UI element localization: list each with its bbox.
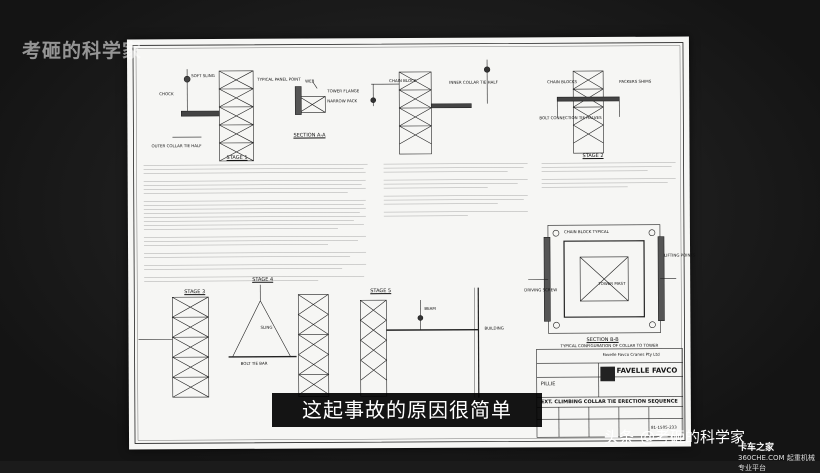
stage4-sling bbox=[228, 284, 329, 397]
stage-2-label: STAGE 2 bbox=[583, 153, 604, 159]
chain-blocks-label: CHAIN BLOCKS bbox=[547, 79, 577, 84]
stage2-tower-left bbox=[371, 60, 491, 155]
tower-mast-label: TOWER MAST bbox=[598, 281, 625, 286]
tower-flange-label: TOWER FLANGE bbox=[327, 88, 359, 93]
title-block-company: Favelle Favco Cranes Pty Ltd bbox=[603, 352, 660, 357]
engineering-drawing-sheet: STAGE 1 STAGE 2 STAGE 3 STAGE 4 STAGE 5 … bbox=[127, 37, 691, 450]
outer-collar-label: OUTER COLLAR TIE HALF bbox=[151, 143, 201, 148]
stage-4-label: STAGE 4 bbox=[252, 277, 273, 283]
section-aa-label: SECTION A-A bbox=[293, 132, 325, 138]
section-bb-plan bbox=[528, 225, 677, 334]
stage5-building-beam bbox=[360, 288, 479, 399]
stage-1-label: STAGE 1 bbox=[227, 155, 248, 161]
subtitle-caption: 这起事故的原因很简单 bbox=[272, 393, 542, 427]
bottom-watermark: 头条 @考砸的科学家 bbox=[604, 426, 745, 447]
beam-label: BEAM bbox=[424, 306, 435, 311]
typical-panel-point-label: TYPICAL PANEL POINT bbox=[257, 77, 301, 82]
soft-sling-label: SOFT SLING bbox=[191, 73, 215, 78]
title-block-brand: FAVELLE FAVCO bbox=[617, 367, 678, 375]
title-block-title: EXT. CLIMBING COLLAR TIE ERECTION SEQUEN… bbox=[541, 399, 678, 406]
stage3-tower bbox=[138, 297, 209, 397]
stage-5-label: STAGE 5 bbox=[370, 288, 391, 294]
bolt-tie-bar-label: BOLT TIE BAR bbox=[241, 361, 268, 366]
site-logo-name: 卡车之家 bbox=[738, 443, 774, 453]
drawing-linework bbox=[127, 37, 691, 450]
chock-label: CHOCK bbox=[159, 91, 173, 96]
lifting-points-label: LIFTING POINTS bbox=[664, 253, 695, 258]
video-frame: STAGE 1 STAGE 2 STAGE 3 STAGE 4 STAGE 5 … bbox=[0, 0, 820, 461]
inner-collar-label: INNER COLLAR TIE HALF bbox=[449, 80, 498, 85]
packer-shims-label: PACKERS SHIMS bbox=[619, 79, 651, 84]
bolt-connection-label: BOLT CONNECTION TIE HALVES bbox=[539, 115, 601, 120]
top-watermark: 考砸的科学家 bbox=[22, 36, 142, 63]
chain-block-typical-label: CHAIN BLOCK TYPICAL bbox=[564, 229, 609, 234]
platform-name: 头条 bbox=[604, 428, 634, 446]
title-block-client: PILLIE bbox=[541, 381, 556, 387]
chain-block-label: CHAIN BLOCK bbox=[389, 78, 416, 83]
author-handle: @考砸的科学家 bbox=[640, 428, 745, 446]
driving-screw-label: DRIVING SCREW bbox=[524, 287, 557, 292]
sling-label: SLING bbox=[260, 325, 272, 330]
section-aa-detail bbox=[295, 82, 325, 114]
web-label: WEB bbox=[305, 78, 314, 83]
building-label: BUILDING bbox=[484, 326, 503, 331]
notes-text-lines bbox=[144, 163, 677, 282]
narrow-pack-label: NARROW PACK bbox=[327, 98, 357, 103]
stage-3-label: STAGE 3 bbox=[184, 289, 205, 295]
site-logo: 卡车之家 360CHE.COM 起重机械专业平台 bbox=[738, 440, 820, 473]
section-bb-subtitle: TYPICAL CONFIGURATION OF COLLAR TO TOWER bbox=[561, 343, 659, 349]
